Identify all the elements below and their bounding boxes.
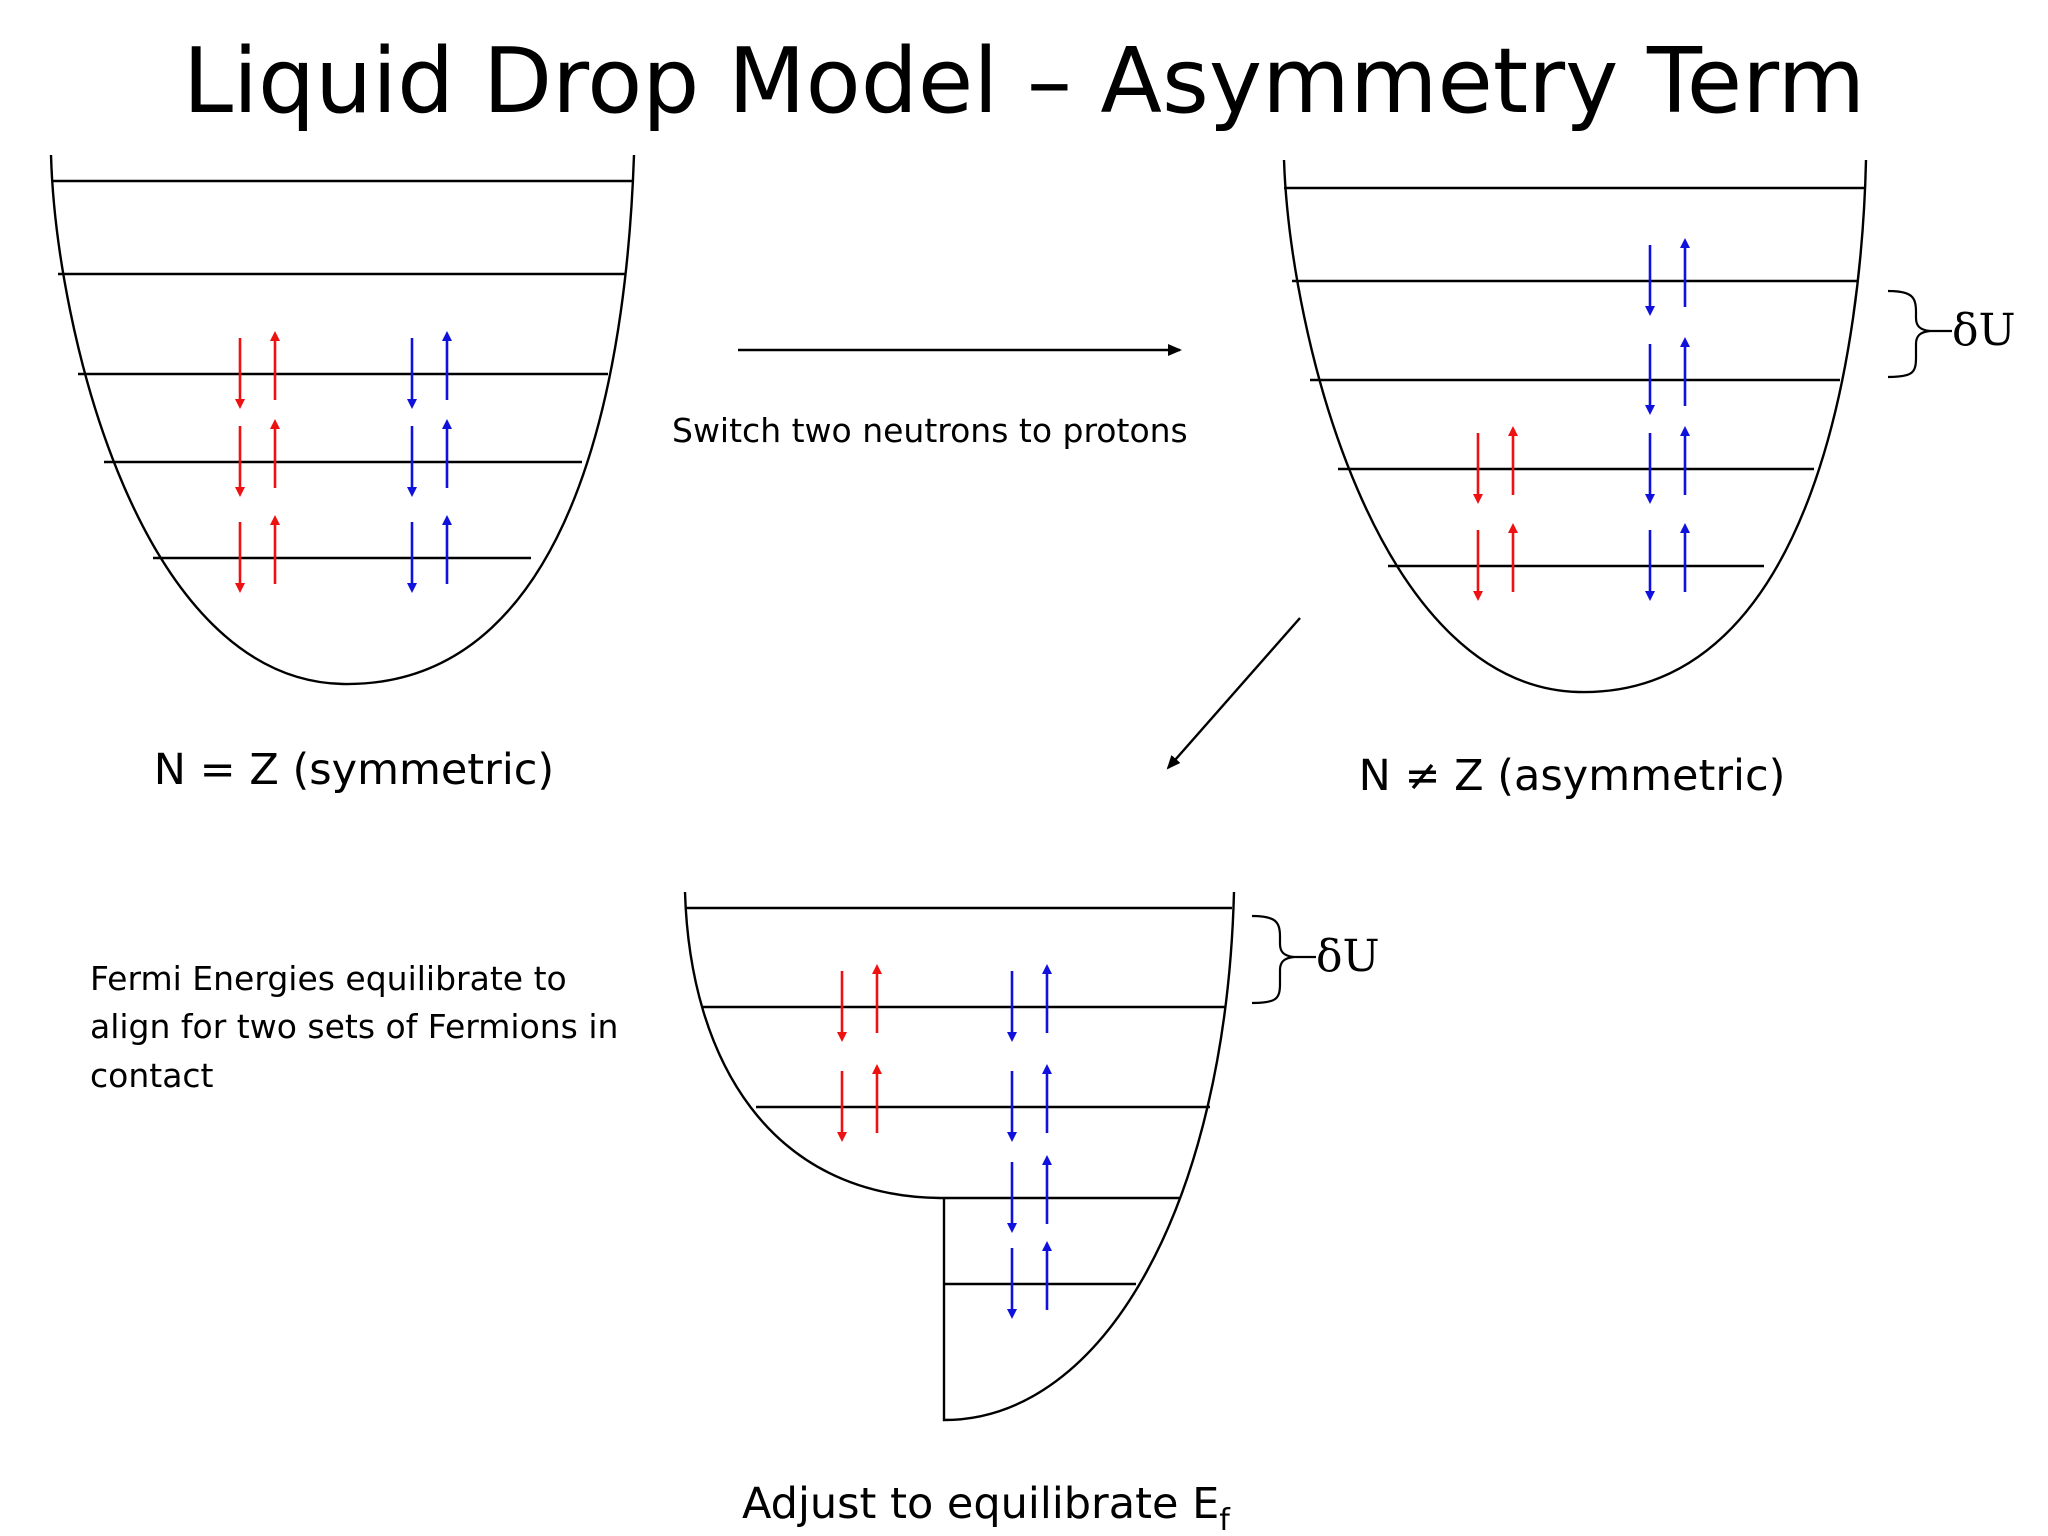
well-asymmetric: δU	[1282, 159, 2016, 694]
delta-u-label-bottom: δU	[1316, 931, 1380, 982]
delta-u-brace-bottom	[1251, 914, 1295, 1005]
slide-title: Liquid Drop Model – Asymmetry Term	[183, 29, 1865, 134]
proton-spin-pair	[1473, 523, 1518, 601]
label-symmetric: N = Z (symmetric)	[154, 745, 554, 795]
well-proton-side-outline	[683, 891, 944, 1200]
neutron-spin-pair	[1007, 1064, 1052, 1142]
well-symmetric-outline	[49, 154, 636, 686]
fermi-note-line-3: contact	[90, 1056, 214, 1095]
spin-arrows	[235, 238, 1690, 1319]
label-adjust: Adjust to equilibrate Ef	[742, 1479, 1231, 1536]
neutron-spin-pair	[1645, 523, 1690, 601]
neutron-spin-pair	[1645, 238, 1690, 316]
label-adjust-main: Adjust to equilibrate E	[742, 1479, 1219, 1529]
proton-spin-pair	[235, 419, 280, 497]
proton-spin-pair	[837, 964, 882, 1042]
neutron-spin-pair	[1007, 1155, 1052, 1233]
proton-spin-pair	[235, 331, 280, 409]
label-switch: Switch two neutrons to protons	[672, 411, 1188, 450]
label-adjust-subscript: f	[1219, 1503, 1231, 1536]
delta-u-label-top: δU	[1952, 305, 2016, 356]
neutron-spin-pair	[1645, 337, 1690, 415]
neutron-spin-pair	[1007, 964, 1052, 1042]
proton-spin-pair	[235, 515, 280, 593]
well-equilibrated: δU	[683, 891, 1380, 1422]
neutron-spin-pair	[407, 419, 452, 497]
proton-spin-pair	[837, 1064, 882, 1142]
fermi-note-line-1: Fermi Energies equilibrate to	[90, 959, 567, 998]
process-arrow-down-left	[1166, 617, 1301, 770]
label-asymmetric: N ≠ Z (asymmetric)	[1359, 751, 1786, 801]
well-symmetric	[49, 154, 636, 686]
neutron-spin-pair	[1645, 426, 1690, 504]
fermi-note-line-2: align for two sets of Fermions in	[90, 1007, 618, 1046]
well-neutron-side-outline	[942, 891, 1236, 1422]
proton-spin-pair	[1473, 426, 1518, 504]
neutron-spin-pair	[407, 515, 452, 593]
delta-u-brace-top	[1887, 289, 1931, 379]
neutron-spin-pair	[407, 331, 452, 409]
well-asymmetric-outline	[1282, 159, 1868, 694]
neutron-spin-pair	[1007, 1241, 1052, 1319]
